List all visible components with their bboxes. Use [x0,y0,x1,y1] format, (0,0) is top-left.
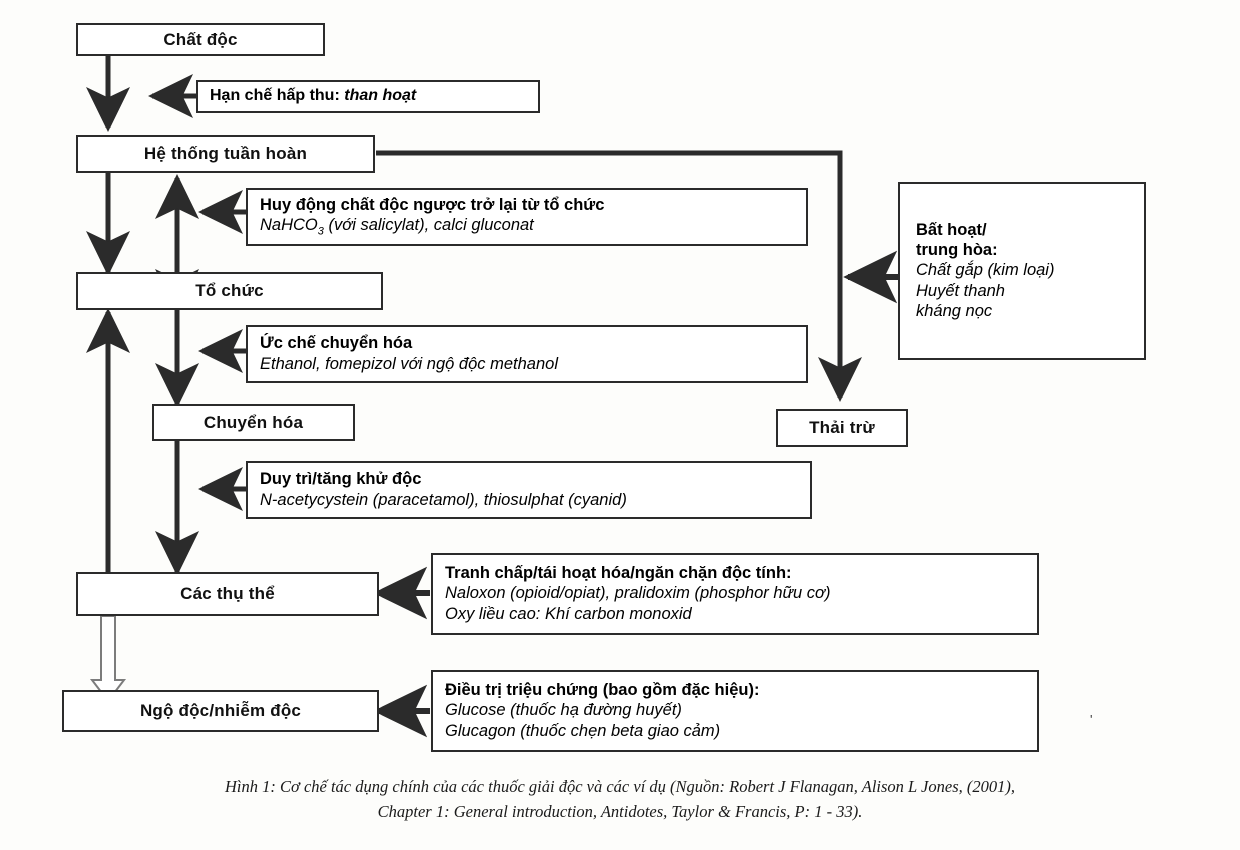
callout-inhibit-metabolism-detail: Ethanol, fomepizol với ngộ độc methanol [260,354,558,373]
callout-mobilization[interactable]: Huy động chất độc ngược trở lại từ tổ ch… [246,188,808,246]
callout-symptomatic-treatment-item1: Glucose (thuốc hạ đường huyết) [445,701,682,720]
callout-receptor-action[interactable]: Tranh chấp/tái hoạt hóa/ngăn chặn độc tí… [431,553,1039,635]
callout-symptomatic-treatment-item2: Glucagon (thuốc chẹn beta giao cảm) [445,721,721,740]
stray-mark: ' [1090,712,1093,727]
node-metabolism-label: Chuyển hóa [203,412,304,432]
node-metabolism[interactable]: Chuyển hóa [152,404,355,441]
callout-inhibit-metabolism[interactable]: Ức chế chuyển hóa Ethanol, fomepizol với… [246,325,808,383]
callout-mobilization-head: Huy động chất độc ngược trở lại từ tổ ch… [260,195,605,214]
node-toxicity[interactable]: Ngộ độc/nhiễm độc [62,690,379,732]
figure-caption-line2: Chapter 1: General introduction, Antidot… [377,801,863,821]
node-circulation-label: Hệ thống tuần hoàn [143,144,308,163]
node-tissue-label: Tổ chức [195,281,264,300]
node-poison-label: Chất độc [163,29,238,49]
node-excretion-label: Thải trừ [809,418,875,437]
callout-inactivation-item2: Huyết thanh [916,281,1005,300]
node-poison[interactable]: Chất độc [76,23,325,56]
callout-receptor-action-head: Tranh chấp/tái hoạt hóa/ngăn chặn độc tí… [445,564,792,583]
callout-inactivation-head1: Bất hoạt/ [916,221,987,240]
callout-limit-absorption-text: Hạn chế hấp thu: than hoạt [210,87,417,105]
node-circulation[interactable]: Hệ thống tuần hoàn [76,135,375,173]
callout-inactivation-item1: Chất gắp (kim loại) [916,261,1055,280]
callout-inhibit-metabolism-head: Ức chế chuyển hóa [260,334,413,353]
node-tissue[interactable]: Tổ chức [76,272,383,310]
callout-symptomatic-treatment[interactable]: Điều trị triệu chứng (bao gồm đặc hiệu):… [431,670,1039,752]
callout-inactivation[interactable]: Bất hoạt/ trung hòa: Chất gắp (kim loại)… [898,182,1146,360]
node-toxicity-label: Ngộ độc/nhiễm độc [139,701,302,720]
callout-receptor-action-item2: Oxy liều cao: Khí carbon monoxid [445,604,692,623]
node-receptors-label: Các thụ thể [180,584,275,603]
figure-caption: Hình 1: Cơ chế tác dụng chính của các th… [28,775,1212,825]
callout-limit-absorption[interactable]: Hạn chế hấp thu: than hoạt [196,80,540,113]
figure-caption-line1: Hình 1: Cơ chế tác dụng chính của các th… [225,777,1015,796]
callout-inactivation-item3: kháng nọc [916,301,993,320]
node-excretion[interactable]: Thải trừ [776,409,908,447]
callout-mobilization-detail: NaHCO3 (với salicylat), calci gluconat [260,215,534,237]
callout-detoxification[interactable]: Duy trì/tăng khử độc N-acetycystein (par… [246,461,812,519]
callout-symptomatic-treatment-head: Điều trị triệu chứng (bao gồm đặc hiệu): [445,681,760,700]
node-receptors[interactable]: Các thụ thể [76,572,379,616]
callout-detoxification-detail: N-acetycystein (paracetamol), thiosulpha… [260,490,627,509]
callout-receptor-action-item1: Naloxon (opioid/opiat), pralidoxim (phos… [445,584,831,603]
callout-detoxification-head: Duy trì/tăng khử độc [260,470,422,489]
callout-inactivation-head2: trung hòa: [916,241,998,260]
